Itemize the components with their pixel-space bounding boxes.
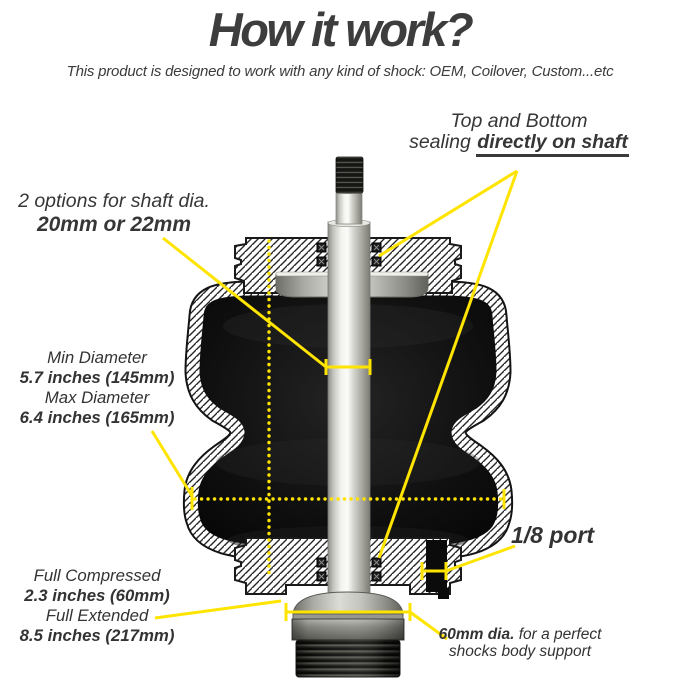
support-line2: shocks body support: [448, 643, 592, 661]
callout-diameter: Min Diameter 5.7 inches (145mm) Max Diam…: [8, 348, 186, 429]
full-compressed-value: 2.3 inches (60mm): [24, 586, 170, 606]
page-title: How it work?: [208, 3, 474, 56]
full-compressed-label: Full Compressed: [33, 566, 161, 585]
air-port-channel: [426, 540, 447, 592]
max-diameter-label: Max Diameter: [44, 388, 150, 408]
shaft-seals: [316, 242, 382, 582]
callout-port: 1/8 port: [511, 522, 595, 548]
page-subtitle: This product is designed to work with an…: [66, 63, 614, 80]
support-emphasis: 60mm dia.: [438, 626, 515, 643]
callout-sealing: Top and Bottom sealing directly on shaft: [405, 110, 633, 158]
support-line1: 60mm dia. for a perfect: [438, 626, 602, 643]
shaft-thread-tip: [335, 156, 364, 194]
min-diameter-label: Min Diameter: [47, 348, 147, 367]
callout-shaft-options: 2 options for shaft dia. 20mm or 22mm: [5, 190, 223, 236]
shock-shaft: [327, 156, 371, 603]
shaft-options-line2: 20mm or 22mm: [36, 212, 192, 236]
shaft-options-line1: 2 options for shaft dia.: [18, 190, 210, 212]
sealing-line1: Top and Bottom: [450, 110, 588, 132]
shock-body: [291, 591, 405, 678]
callout-support: 60mm dia. for a perfect shocks body supp…: [412, 626, 628, 661]
full-extended-label: Full Extended: [45, 606, 149, 626]
full-extended-value: 8.5 inches (217mm): [19, 626, 175, 646]
callout-stroke: Full Compressed 2.3 inches (60mm) Full E…: [8, 566, 186, 647]
sealing-line2: sealing directly on shaft: [405, 131, 633, 158]
max-diameter-value: 6.4 inches (165mm): [19, 408, 175, 428]
sealing-emphasis: directly on shaft: [476, 131, 629, 158]
leader-lines: [150, 169, 519, 641]
min-diameter-value: 5.7 inches (145mm): [19, 368, 175, 388]
